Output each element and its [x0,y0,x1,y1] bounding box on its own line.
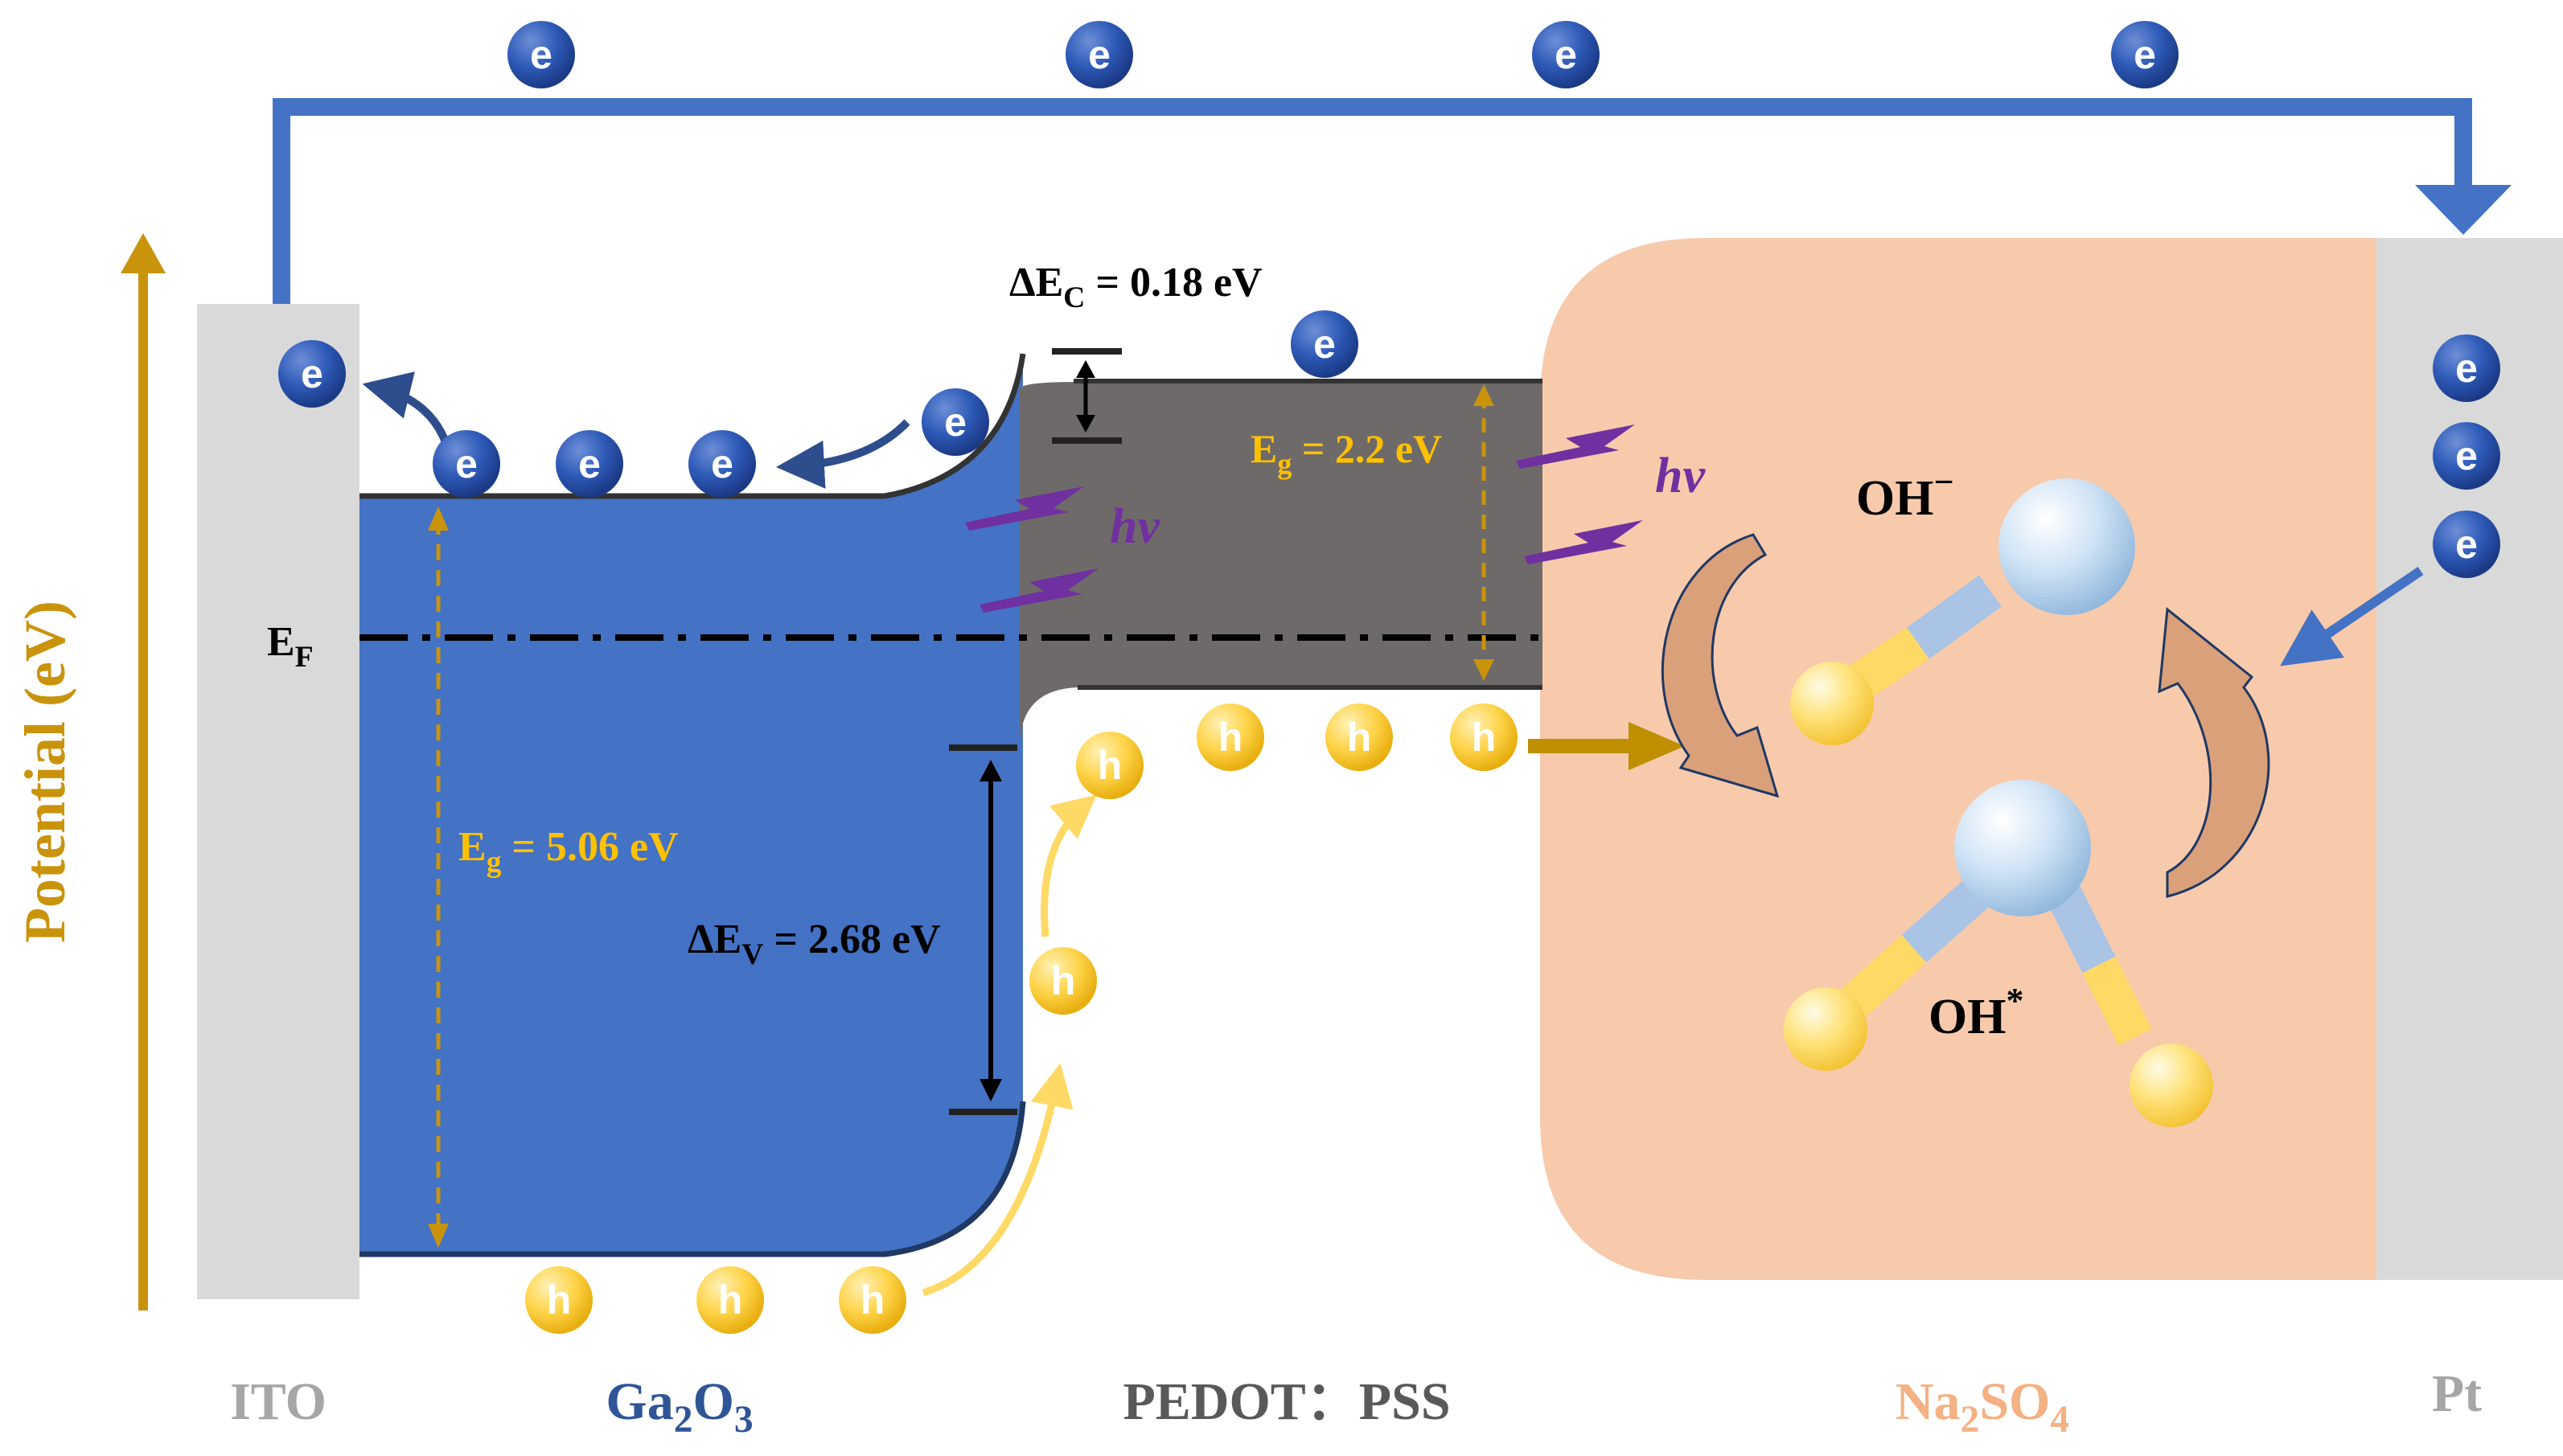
light-hv-icon [965,424,1643,613]
ga2o3-band [359,354,1023,1254]
reaction-curved-arrow [2158,607,2270,898]
svg-text:e: e [301,351,323,396]
svg-text:e: e [1555,32,1577,77]
delta-ev-marker [949,744,1017,1115]
electron-icon: e [688,430,756,498]
potential-axis-label: Potential (eV) [13,601,77,943]
svg-text:e: e [1313,322,1336,367]
light-hv-label: hv [1655,449,1706,503]
hole-flow-arrow [922,1063,1074,1297]
hole-icon: h [1076,732,1144,799]
svg-text:e: e [1088,32,1111,77]
svg-text:e: e [455,441,478,486]
electron-icon: e [507,21,575,88]
svg-text:e: e [530,32,552,77]
svg-text:e: e [2134,32,2156,77]
svg-text:e: e [2455,346,2478,391]
svg-text:h: h [1098,743,1123,788]
na2so4-label: Na2SO4 [1896,1372,2069,1441]
pt-electrode [2375,238,2563,1280]
pt-label: Pt [2432,1364,2482,1423]
hole-icon: h [839,1266,906,1334]
electron-icon: e [2433,511,2500,578]
pedot-band [1019,382,1542,748]
svg-text:h: h [1347,715,1372,760]
potential-axis [121,233,166,1310]
electron-icon: e [278,340,346,408]
electron-icon: e [1532,21,1600,88]
ga2o3-label: Ga2O3 [606,1372,753,1441]
ga2o3-vb-edge [359,1101,1026,1257]
pedot-label: PEDOT：PSS [1123,1372,1450,1431]
hole-transfer-arrow [1528,722,1685,770]
hole-icon: h [696,1266,764,1334]
oh-radical-label: OH* [1928,981,2023,1044]
electron-icon: e [556,430,623,498]
svg-text:e: e [944,400,967,445]
fermi-level-label: EF [267,619,314,674]
hole-icon: h [1029,947,1097,1015]
light-hv-label: hv [1110,499,1160,554]
hole-icon: h [525,1266,593,1334]
hole-icon: h [1197,703,1264,771]
ito-electrode [197,304,359,1299]
hole-icon: h [1325,703,1393,771]
ito-label: ITO [230,1372,327,1431]
ga2o3-bandgap-arrow [428,507,449,1248]
electron-icon: e [1291,310,1358,378]
svg-text:e: e [711,441,733,486]
svg-text:e: e [2455,522,2478,567]
delta-ec-marker [1052,348,1122,444]
svg-text:h: h [547,1278,572,1323]
svg-text:h: h [1472,715,1497,760]
electron-flow-arrow [2280,567,2424,666]
electron-icon: e [2111,21,2179,88]
electron-icon: e [433,430,500,498]
electron-icon: e [2433,334,2500,402]
delta-ec-label: ΔEC = 0.18 eV [1009,260,1263,314]
electron-icon: e [2433,422,2500,490]
electrolyte-region [1540,238,2376,1280]
svg-text:h: h [860,1278,885,1323]
svg-text:e: e [578,441,601,486]
electron-icon: e [1066,21,1133,88]
electron-flow-arrow [776,419,910,489]
ga2o3-cb-edge [359,353,1026,499]
external-circuit-arrow [273,98,2512,304]
hydroxide-molecule [1790,478,2135,745]
svg-text:h: h [1051,958,1076,1003]
electron-icon: e [922,388,989,456]
svg-text:h: h [1218,715,1243,760]
delta-ev-label: ΔEV = 2.68 eV [688,917,941,971]
svg-text:h: h [718,1278,743,1323]
pedot-bandgap-label: Eg = 2.2 eV [1251,426,1442,480]
hydroxide-label: OH− [1856,462,1954,526]
pedot-bandgap-arrow [1473,384,1494,681]
svg-text:e: e [2455,433,2478,478]
hole-icon: h [1450,703,1518,771]
ga2o3-bandgap-label: Eg = 5.06 eV [458,824,679,879]
reaction-curved-arrow [1661,533,1780,798]
hole-flow-arrow [1041,794,1097,937]
oh-radical-molecule [1784,780,2213,1127]
